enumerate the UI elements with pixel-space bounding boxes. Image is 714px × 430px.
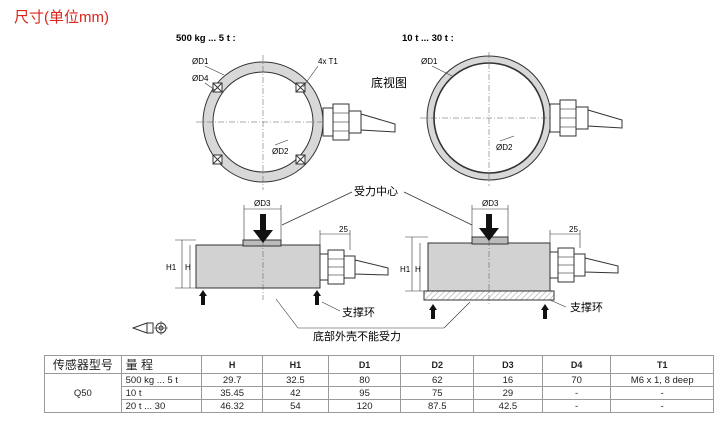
d3-label-right: ØD3 (482, 199, 499, 208)
cell: 46.32 (201, 399, 264, 413)
cell: - (610, 386, 714, 400)
dim-25-label-right: 25 (569, 225, 578, 234)
d3-label: ØD3 (254, 199, 271, 208)
t1-label: 4x T1 (318, 57, 338, 66)
col-h: H (201, 355, 264, 374)
cell: 54 (262, 399, 329, 413)
cable-gland-icon (322, 103, 396, 141)
cable-gland-icon (549, 99, 623, 137)
cell: 500 kg ... 5 t (120, 373, 203, 387)
h1-label: H1 (166, 263, 177, 272)
cell: M6 x 1, 8 deep (610, 373, 714, 387)
support-ring-label: 支撑环 (342, 305, 375, 319)
page-title: 尺寸(单位mm) (14, 9, 109, 26)
model-cell: Q50 (44, 373, 122, 413)
bolt-hole-icon (212, 82, 306, 165)
left-side-view (175, 205, 389, 312)
right-bottom-view (420, 52, 623, 186)
right-side-view (405, 205, 619, 319)
cell: 120 (327, 399, 402, 413)
cell: - (541, 399, 612, 413)
cell: 87.5 (400, 399, 475, 413)
cell: 10 t (120, 386, 203, 400)
d2-label: ØD2 (272, 147, 289, 156)
h-label-right: H (415, 265, 421, 274)
d1-label-right: ØD1 (421, 57, 438, 66)
spec-table: 传感器型号 量 程 H H1 D1 D2 D3 D4 T1 Q50 500 kg… (44, 355, 714, 413)
cell: 62 (400, 373, 475, 387)
cell: - (610, 399, 714, 413)
cell: 20 t ... 30 (120, 399, 203, 413)
col-range: 量 程 (120, 355, 203, 374)
cell: 35.45 (201, 386, 264, 400)
cell: 32.5 (262, 373, 329, 387)
projection-symbol-icon (131, 321, 168, 335)
bottom-view-label: 底视图 (371, 75, 407, 90)
col-d3: D3 (473, 355, 543, 374)
cell: 75 (400, 386, 475, 400)
no-force-note: 底部外壳不能受力 (313, 329, 401, 343)
cell: 95 (327, 386, 402, 400)
col-d1: D1 (327, 355, 402, 374)
h1-label-right: H1 (400, 265, 411, 274)
right-range-label: 10 t ... 30 t : (402, 33, 454, 44)
cell: 70 (541, 373, 612, 387)
col-h1: H1 (262, 355, 329, 374)
cell: 29 (473, 386, 543, 400)
dim-25-label: 25 (339, 225, 348, 234)
table-row: 10 t 35.45 42 95 75 29 - - (45, 386, 714, 400)
technical-drawing: 500 kg ... 5 t : 10 t ... 30 t : 底视图 (131, 33, 623, 343)
col-d2: D2 (400, 355, 475, 374)
cell: 16 (473, 373, 543, 387)
left-range-label: 500 kg ... 5 t : (176, 33, 236, 44)
cell: - (541, 386, 612, 400)
col-model: 传感器型号 (44, 355, 122, 374)
left-bottom-view (196, 55, 396, 190)
h-label: H (185, 263, 191, 272)
d2-label-right: ØD2 (496, 143, 513, 152)
table-header-row: 传感器型号 量 程 H H1 D1 D2 D3 D4 T1 (44, 355, 714, 374)
support-ring-label-right: 支撑环 (570, 300, 603, 314)
cell: 29.7 (201, 373, 264, 387)
load-center-label: 受力中心 (354, 185, 398, 198)
col-d4: D4 (541, 355, 612, 374)
cell: 42 (262, 386, 329, 400)
col-t1: T1 (610, 355, 714, 374)
cell: 80 (327, 373, 402, 387)
table-row: Q50 500 kg ... 5 t 29.7 32.5 80 62 16 70… (44, 373, 714, 413)
d1-label: ØD1 (192, 57, 209, 66)
table-row: 20 t ... 30 46.32 54 120 87.5 42.5 - - (45, 399, 714, 413)
cell: 42.5 (473, 399, 543, 413)
d4-label: ØD4 (192, 74, 209, 83)
